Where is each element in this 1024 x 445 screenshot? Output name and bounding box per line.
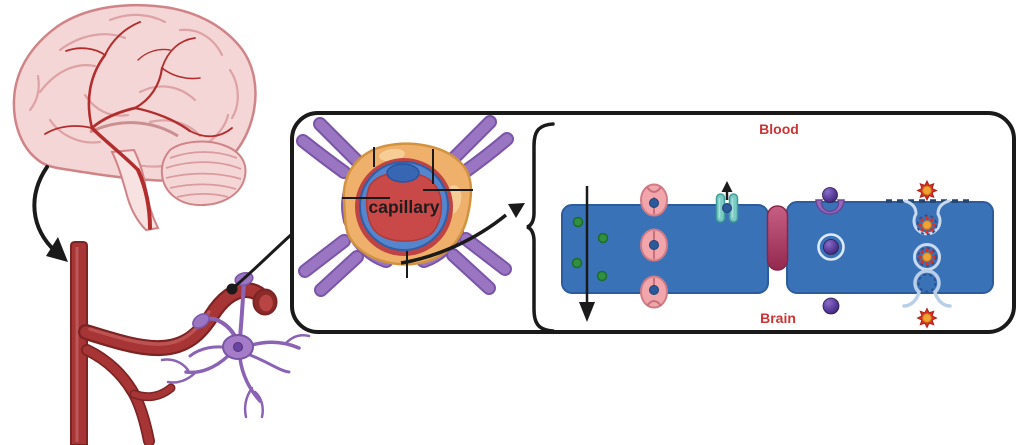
carrier-transporter-top [640, 183, 668, 217]
blood-label: Blood [759, 121, 799, 137]
carrier-transporters [640, 183, 668, 309]
receptor-cup [815, 199, 845, 215]
cerebral-arteries [44, 21, 233, 230]
efflux-pump [715, 181, 739, 223]
brain-to-artery-arrow [32, 165, 68, 262]
tight-junction [766, 205, 789, 271]
transcytosis-vesicle [817, 233, 845, 261]
leader-lines [342, 147, 473, 278]
brainstem [110, 148, 160, 232]
released-ligand-sphere [822, 297, 840, 315]
capillary-cross-section: capillary [296, 115, 525, 297]
carrier-transporter-middle [640, 228, 668, 262]
magnified-panel-box [290, 111, 1016, 334]
endothelial-nucleus [386, 163, 420, 183]
artery-tree [70, 241, 278, 445]
brain-label: Brain [760, 310, 796, 326]
membrane-brace [526, 122, 555, 333]
ligand-sphere [822, 187, 838, 203]
solute-molecules [571, 216, 609, 282]
passive-diffusion-arrow [579, 186, 595, 322]
membrane-panel: Blood Brain [561, 121, 994, 328]
brain-illustration [12, 3, 257, 232]
endfoot-on-vessel [192, 313, 210, 329]
carrier-transporter-bottom [640, 275, 668, 309]
receptor-mediated-pathway [815, 187, 845, 315]
exocytosis-omega [902, 269, 952, 308]
detail-arrow [400, 203, 525, 265]
adsorptive-pathway [902, 180, 952, 328]
capillary-vessel [78, 281, 278, 357]
capillary-label: capillary [368, 197, 439, 217]
cerebellum [160, 140, 247, 207]
zoom-dot-leader [226, 231, 295, 295]
astrocyte-cell [160, 272, 311, 419]
